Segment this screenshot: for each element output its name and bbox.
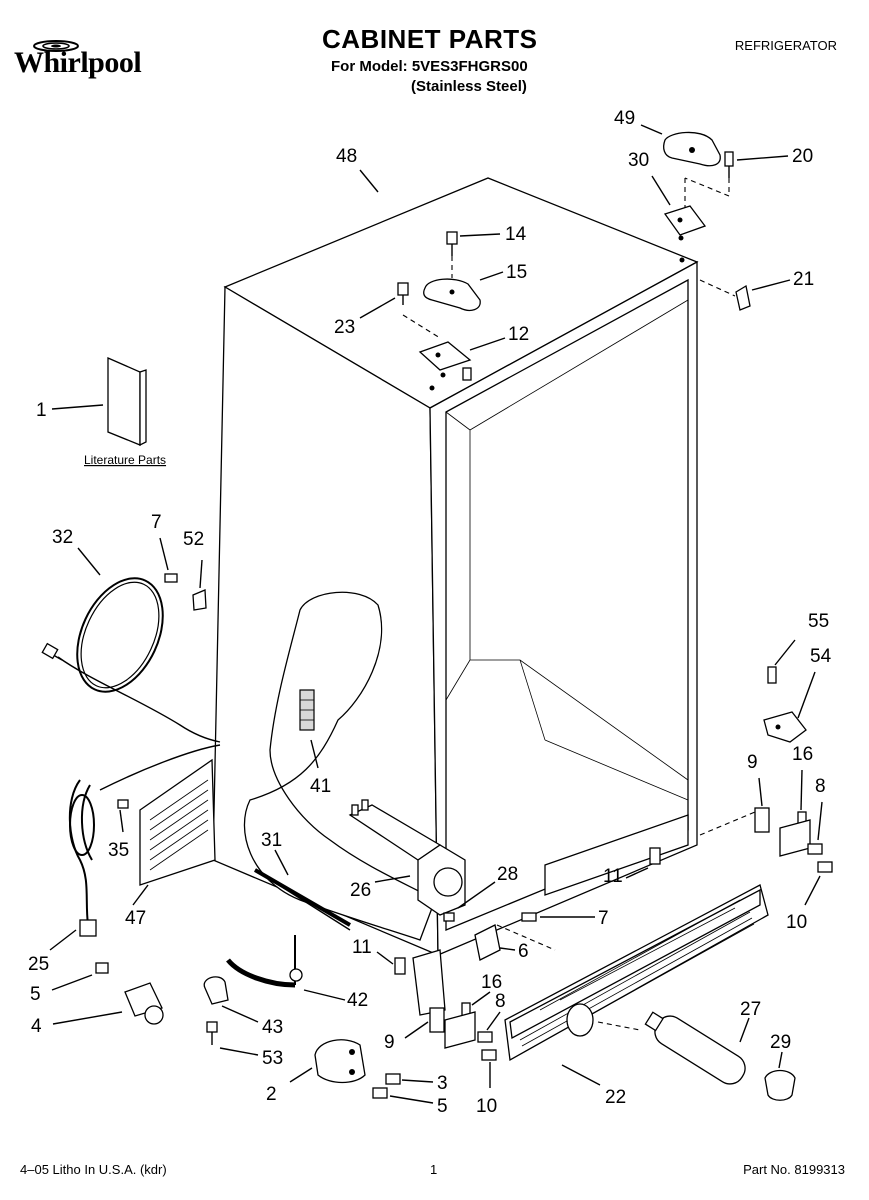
callout-49: 49 <box>614 108 635 129</box>
finish-label: (Stainless Steel) <box>411 78 527 95</box>
callout-22: 22 <box>605 1087 626 1108</box>
callout-53: 53 <box>262 1048 283 1069</box>
part-number: Part No. 8199313 <box>743 1162 845 1177</box>
callout-1: 1 <box>36 400 47 421</box>
callout-30: 30 <box>628 150 649 171</box>
callout-15: 15 <box>506 262 527 283</box>
callout-11-left: 11 <box>352 937 372 958</box>
callout-12: 12 <box>508 324 529 345</box>
callout-9-right: 9 <box>747 752 758 773</box>
callout-28: 28 <box>497 864 518 885</box>
literature-parts-label: Literature Parts <box>84 453 166 467</box>
cabinet-shell <box>212 177 699 956</box>
model-number: For Model: 5VES3FHGRS00 <box>331 58 528 75</box>
page-title: CABINET PARTS <box>322 24 538 54</box>
callout-4: 4 <box>31 1016 42 1037</box>
product-category: REFRIGERATOR <box>734 38 837 53</box>
callout-42: 42 <box>347 990 368 1011</box>
callout-8-left: 8 <box>495 991 506 1012</box>
callout-7: 7 <box>151 512 162 533</box>
callout-5-upper: 5 <box>30 984 41 1005</box>
callout-25: 25 <box>28 954 49 975</box>
callout-9-left: 9 <box>384 1032 395 1053</box>
callout-7-lower: 7 <box>598 908 609 929</box>
callout-11-right: 11 <box>603 866 623 887</box>
callout-32: 32 <box>52 527 73 548</box>
callout-8-right: 8 <box>815 776 826 797</box>
callout-16-left: 16 <box>481 972 502 993</box>
callout-43: 43 <box>262 1017 283 1038</box>
callout-52: 52 <box>183 529 204 550</box>
callout-29: 29 <box>770 1032 791 1053</box>
callout-26: 26 <box>350 880 371 901</box>
callout-6: 6 <box>518 941 529 962</box>
callout-55: 55 <box>808 611 829 632</box>
page-number: 1 <box>430 1162 438 1177</box>
callout-2: 2 <box>266 1084 277 1105</box>
callout-16-right: 16 <box>792 744 813 765</box>
callout-14: 14 <box>505 224 527 245</box>
brand-logo: Whirlpool <box>14 46 142 79</box>
callout-10-right: 10 <box>786 912 807 933</box>
callout-35: 35 <box>108 840 129 861</box>
callout-27: 27 <box>740 999 761 1020</box>
callout-20: 20 <box>792 146 813 167</box>
callout-3: 3 <box>437 1073 448 1094</box>
callout-31: 31 <box>261 830 282 851</box>
callout-54: 54 <box>810 646 832 667</box>
callout-5-lower: 5 <box>437 1096 448 1117</box>
callout-41: 41 <box>310 776 331 797</box>
whirlpool-swirl-logo <box>33 40 79 52</box>
callout-48: 48 <box>336 146 357 167</box>
callout-23: 23 <box>334 317 355 338</box>
callout-47: 47 <box>125 908 146 929</box>
callout-10-left: 10 <box>476 1096 497 1117</box>
print-info: 4–05 Litho In U.S.A. (kdr) <box>20 1162 167 1177</box>
callout-21: 21 <box>793 269 814 290</box>
